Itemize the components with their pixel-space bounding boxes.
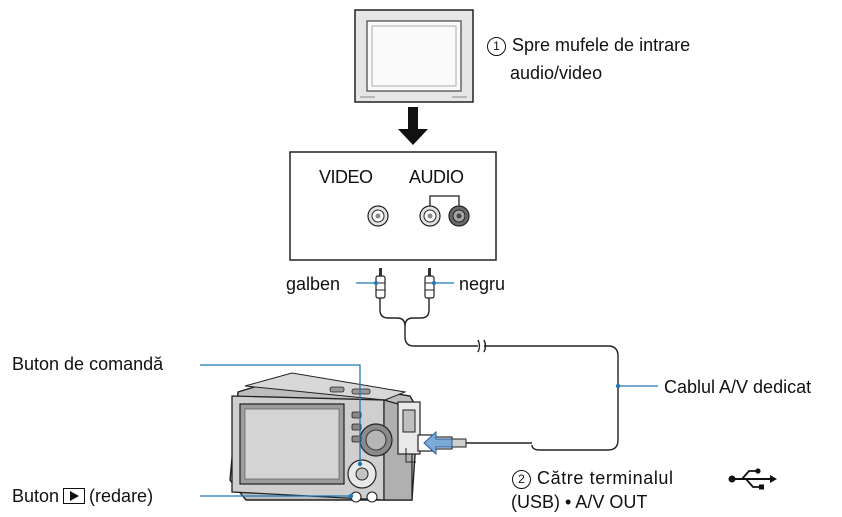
step-2-badge: 2 (512, 470, 531, 489)
camera-connector (397, 401, 421, 463)
yellow-plug-label: galben (286, 274, 341, 294)
down-arrow-icon (398, 107, 428, 145)
camera-illustration (229, 372, 419, 503)
playback-button-prefix: Buton (12, 486, 60, 506)
play-icon (63, 488, 86, 504)
audio-jack-white (419, 205, 441, 227)
audio-jack-red (448, 205, 470, 227)
terminal-label-line2: (USB) • A/V OUT (511, 492, 648, 512)
video-label: VIDEO (319, 167, 373, 187)
audio-label: AUDIO (409, 167, 464, 187)
tv-label: 1 Spre mufele de intrare (487, 34, 690, 56)
video-jack (367, 205, 389, 227)
playback-button-suffix: (redare) (89, 486, 154, 506)
tv-label-line2: audio/video (510, 63, 603, 83)
black-plug-label: negru (459, 274, 506, 294)
cable-label: Cablul A/V dedicat (664, 377, 812, 397)
step-1-badge: 1 (487, 37, 506, 56)
terminal-label: 2 Către terminalul (512, 467, 674, 489)
usb-icon (728, 468, 777, 490)
tv-label-line1: Spre mufele de intrare (512, 35, 691, 55)
insert-arrow-icon (423, 430, 453, 456)
terminal-label-line1: Către terminalul (537, 468, 674, 488)
tv-illustration (354, 9, 474, 103)
leader-lines (200, 364, 658, 497)
jack-panel (289, 151, 497, 261)
playback-button-label: Buton (redare) (12, 485, 153, 507)
control-button-label: Buton de comandă (12, 354, 164, 374)
